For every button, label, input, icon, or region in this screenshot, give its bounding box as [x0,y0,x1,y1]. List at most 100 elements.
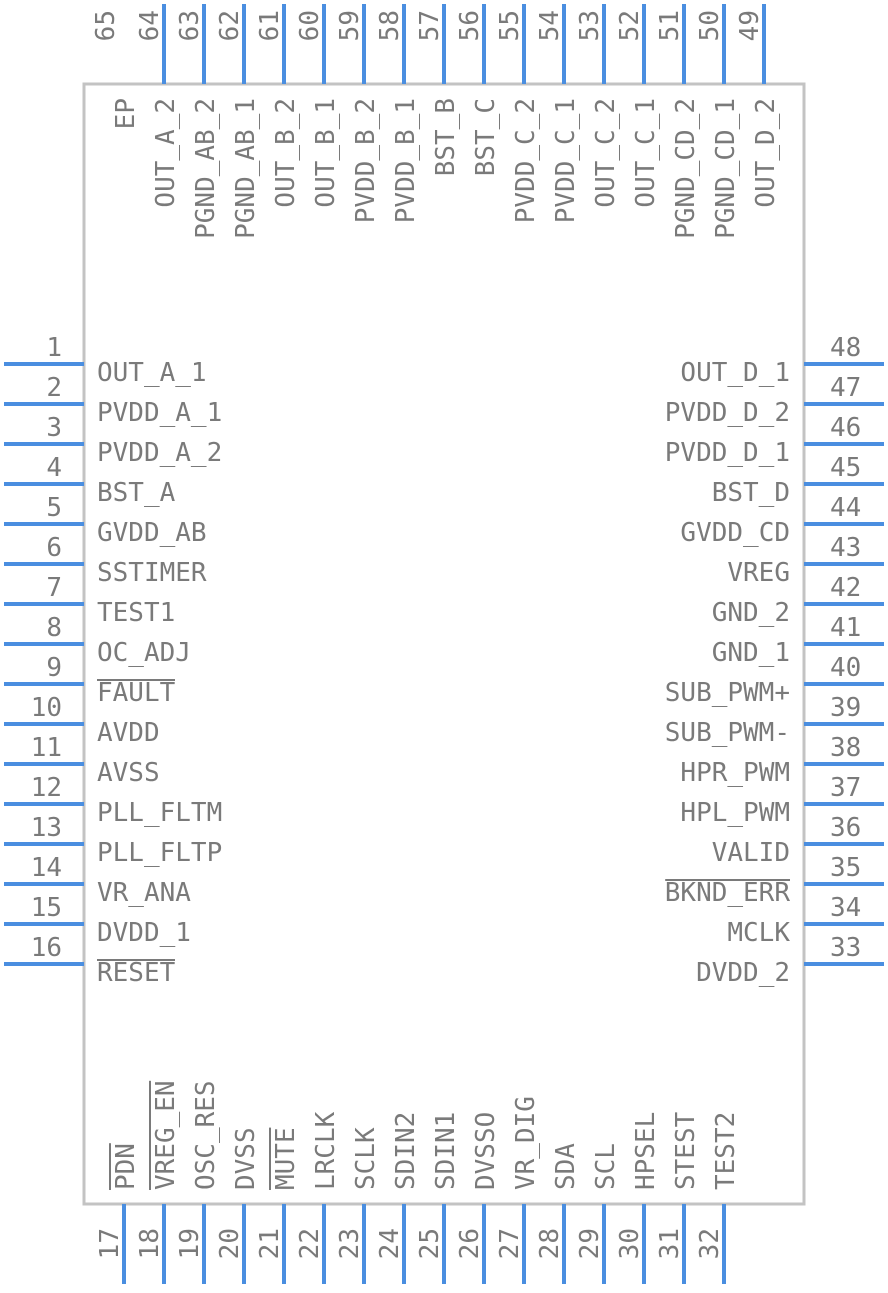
pin-52-label: OUT_C_1 [631,98,661,208]
pin-5-label: GVDD_AB [97,518,207,548]
pin-5-number: 5 [46,493,62,523]
pin-23-label: SCLK [351,1127,381,1190]
pin-18-number: 18 [135,1228,165,1259]
pin-33-label: DVDD_2 [696,958,790,988]
pin-39-number: 39 [830,693,861,723]
pin-54-label: PVDD_C_1 [551,98,581,223]
pin-21-label: MUTE [271,1127,301,1190]
pin-55-label: PVDD_C_2 [511,98,541,223]
ic-body [82,82,806,1206]
pin-57-number: 57 [415,10,445,41]
pin-19-label: OSC_RES [191,1080,221,1190]
pin-53-number: 53 [575,10,605,41]
pin-37-number: 37 [830,773,861,803]
pin-56-label: BST_C [471,98,501,176]
pin-21-number: 21 [255,1228,285,1259]
pin-44-label: GVDD_CD [680,518,790,548]
pin-23-number: 23 [335,1228,365,1259]
pin-38-label: HPR_PWM [680,758,790,788]
pin-16-label: RESET [97,958,176,988]
pin-13-number: 13 [31,813,62,843]
pin-3-number: 3 [46,413,62,443]
pin-36-label: VALID [712,838,790,868]
pin-33-number: 33 [830,933,861,963]
pin-14-number: 14 [31,853,62,883]
pin-63-label: PGND_AB_2 [191,98,221,239]
pin-50-number: 50 [695,10,725,41]
pin-40-number: 40 [830,653,861,683]
pin-25-number: 25 [415,1228,445,1259]
pin-lines [4,4,884,1284]
pin-36-number: 36 [830,813,861,843]
pin-61-number: 61 [255,10,285,41]
pin-41-label: GND_1 [712,638,790,668]
pin-26-label: DVSSO [471,1112,501,1190]
pin-39-label: SUB_PWM- [665,718,790,748]
pin-55-number: 55 [495,10,525,41]
pin-18-label: VREG_EN [151,1080,181,1190]
pin-47-label: PVDD_D_2 [665,398,790,428]
pin-24-number: 24 [375,1228,405,1259]
pin-58-label: PVDD_B_1 [391,98,421,223]
pin-62-label: PGND_AB_1 [231,98,261,239]
pin-61-label: OUT_B_2 [271,98,301,208]
pin-34-label: MCLK [727,918,790,948]
pin-32-label: TEST2 [711,1112,741,1190]
pin-27-number: 27 [495,1228,525,1259]
pin-42-label: GND_2 [712,598,790,628]
pin-53-label: OUT_C_2 [591,98,621,208]
pin-62-number: 62 [215,10,245,41]
pin-4-label: BST_A [97,478,176,508]
pin-6-number: 6 [46,533,62,563]
pin-44-number: 44 [830,493,861,523]
pin-2-label: PVDD_A_1 [97,398,222,428]
pin-30-number: 30 [615,1228,645,1259]
pin-34-number: 34 [830,893,861,923]
pin-63-number: 63 [175,10,205,41]
pin-25-label: SDIN1 [431,1112,461,1190]
pin-20-label: DVSS [231,1127,261,1190]
pin-7-label: TEST1 [97,598,175,628]
pin-42-number: 42 [830,573,861,603]
pin-19-number: 19 [175,1228,205,1259]
pin-50-label: PGND_CD_1 [711,98,741,239]
pin-8-label: OC_ADJ [97,638,191,668]
pin-1-number: 1 [46,333,62,363]
pin-27-label: VR_DIG [511,1096,541,1190]
pin-60-number: 60 [295,10,325,41]
pin-49-number: 49 [735,10,765,41]
pin-31-number: 31 [655,1228,685,1259]
pin-11-label: AVSS [97,758,160,788]
pin-2-number: 2 [46,373,62,403]
pin-38-number: 38 [830,733,861,763]
pin-45-number: 45 [830,453,861,483]
pin-29-label: SCL [591,1143,621,1190]
pin-8-number: 8 [46,613,62,643]
pin-9-number: 9 [46,653,62,683]
pin-17-label: PDN [111,1143,141,1190]
pin-15-number: 15 [31,893,62,923]
pin-10-label: AVDD [97,718,160,748]
pin-51-label: PGND_CD_2 [671,98,701,239]
pin-12-label: PLL_FLTM [97,798,222,828]
pin-43-number: 43 [830,533,861,563]
pin-59-label: PVDD_B_2 [351,98,381,223]
pin-65-label: EP [111,98,141,129]
pin-10-number: 10 [31,693,62,723]
pin-6-label: SSTIMER [97,558,207,588]
pin-16-number: 16 [31,933,62,963]
pin-24-label: SDIN2 [391,1112,421,1190]
pin-46-number: 46 [830,413,861,443]
pin-labels: 1OUT_A_12PVDD_A_13PVDD_A_24BST_A5GVDD_AB… [31,10,862,1259]
pin-30-label: HPSEL [631,1112,661,1190]
pin-40-label: SUB_PWM+ [665,678,790,708]
pin-9-label: FAULT [97,678,176,708]
pin-51-number: 51 [655,10,685,41]
pin-43-label: VREG [727,558,790,588]
pin-46-label: PVDD_D_1 [665,438,790,468]
pin-17-number: 17 [95,1228,125,1259]
pin-3-label: PVDD_A_2 [97,438,222,468]
pin-11-number: 11 [31,733,62,763]
